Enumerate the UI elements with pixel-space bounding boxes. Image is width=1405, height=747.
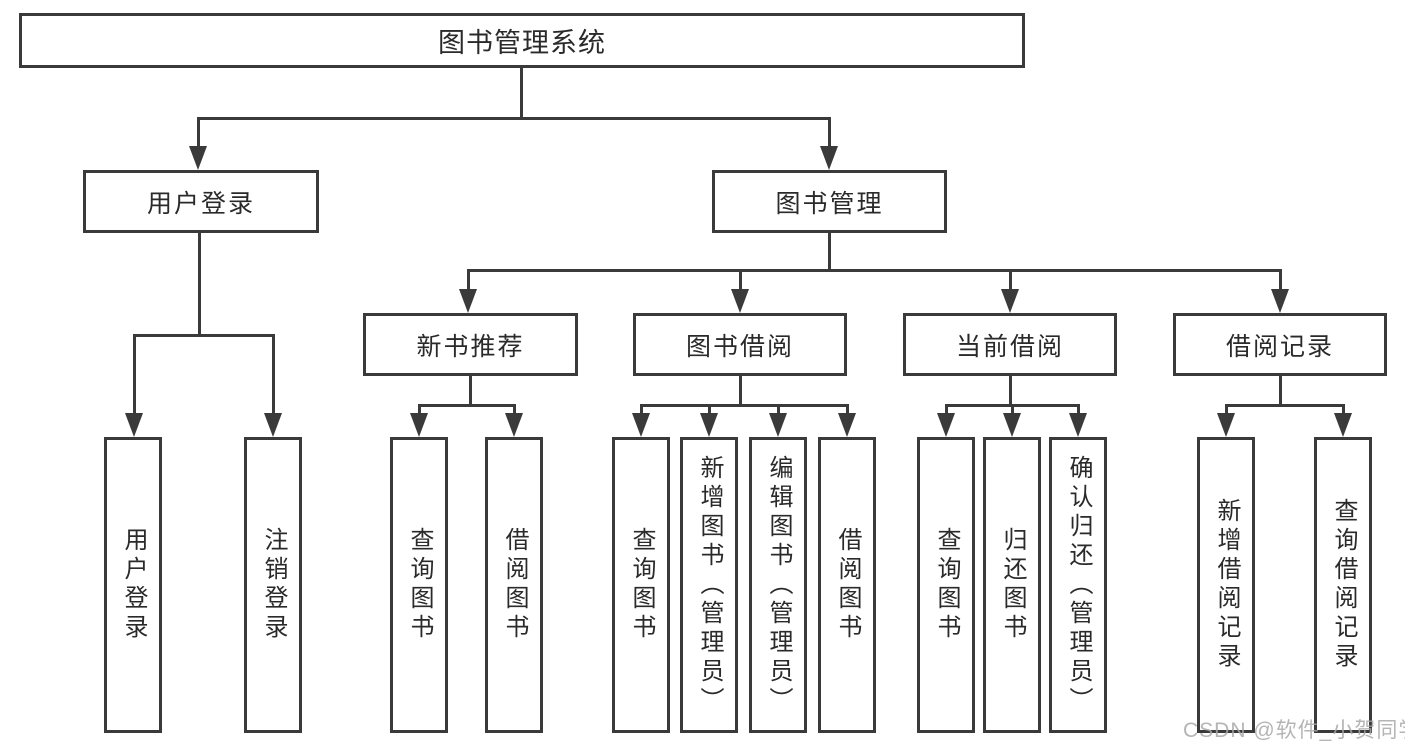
connector-line — [1225, 404, 1345, 407]
arrow-down-icon — [1271, 289, 1289, 313]
leaf-edit-books-admin: 编辑图书（管理员） — [749, 437, 807, 733]
arrow-down-icon — [769, 413, 787, 437]
arrow-down-icon — [264, 413, 282, 437]
leaf-return-books: 归还图书 — [983, 437, 1041, 733]
connector-line — [846, 404, 849, 417]
connector-line — [467, 269, 470, 292]
connector-line — [133, 334, 275, 337]
node-user-login: 用户登录 — [83, 170, 319, 233]
connector-line — [945, 404, 948, 417]
arrow-down-icon — [459, 289, 477, 313]
leaf-query-borrow-record: 查询借阅记录 — [1314, 437, 1372, 733]
connector-line — [739, 376, 742, 406]
connector-line — [1009, 376, 1012, 406]
arrow-down-icon — [1217, 413, 1235, 437]
leaf-user-login: 用户登录 — [104, 437, 162, 733]
connector-line — [513, 404, 516, 417]
node-borrow-records: 借阅记录 — [1173, 313, 1387, 376]
leaf-query-books-recommend: 查询图书 — [390, 437, 448, 733]
connector-line — [739, 269, 742, 292]
leaf-confirm-return-admin: 确认归还（管理员） — [1049, 437, 1107, 733]
node-book-borrow: 图书借阅 — [633, 313, 847, 376]
arrow-down-icon — [731, 289, 749, 313]
leaf-borrow-books: 借阅图书 — [818, 437, 876, 733]
arrow-down-icon — [632, 413, 650, 437]
connector-line — [828, 117, 831, 150]
connector-line — [708, 404, 711, 417]
leaf-logout: 注销登录 — [244, 437, 302, 733]
node-current-borrow: 当前借阅 — [903, 313, 1117, 376]
arrow-down-icon — [700, 413, 718, 437]
arrow-down-icon — [838, 413, 856, 437]
node-new-book-recommend: 新书推荐 — [363, 313, 578, 376]
connector-line — [418, 404, 421, 417]
connector-line — [520, 68, 523, 120]
connector-line — [197, 117, 831, 120]
arrow-down-icon — [1069, 413, 1087, 437]
arrow-down-icon — [505, 413, 523, 437]
connector-line — [418, 404, 516, 407]
connector-line — [640, 404, 849, 407]
connector-line — [467, 269, 1282, 272]
arrow-down-icon — [125, 413, 143, 437]
node-book-management: 图书管理 — [712, 170, 947, 233]
leaf-borrow-books-recommend: 借阅图书 — [485, 437, 543, 733]
connector-line — [1279, 376, 1282, 406]
connector-line — [1077, 404, 1080, 417]
connector-line — [469, 376, 472, 406]
arrow-down-icon — [1001, 289, 1019, 313]
csdn-watermark: CSDN @软件_小贺同学 — [1183, 719, 1405, 742]
connector-line — [1342, 404, 1345, 417]
connector-line — [197, 117, 200, 150]
leaf-query-books-borrow: 查询图书 — [612, 437, 670, 733]
leaf-add-books-admin: 新增图书（管理员） — [680, 437, 738, 733]
arrow-down-icon — [189, 146, 207, 170]
arrow-down-icon — [1334, 413, 1352, 437]
connector-line — [1009, 269, 1012, 292]
connector-line — [198, 233, 201, 337]
connector-line — [272, 334, 275, 416]
arrow-down-icon — [937, 413, 955, 437]
connector-line — [1225, 404, 1228, 417]
leaf-add-borrow-record: 新增借阅记录 — [1197, 437, 1255, 733]
node-library-management-system: 图书管理系统 — [19, 13, 1025, 68]
leaf-query-books-current: 查询图书 — [917, 437, 975, 733]
connector-line — [640, 404, 643, 417]
arrow-down-icon — [1003, 413, 1021, 437]
arrow-down-icon — [820, 146, 838, 170]
connector-line — [1279, 269, 1282, 292]
connector-line — [828, 233, 831, 272]
arrow-down-icon — [410, 413, 428, 437]
connector-line — [133, 334, 136, 416]
connector-line — [1011, 404, 1014, 417]
connector-line — [777, 404, 780, 417]
